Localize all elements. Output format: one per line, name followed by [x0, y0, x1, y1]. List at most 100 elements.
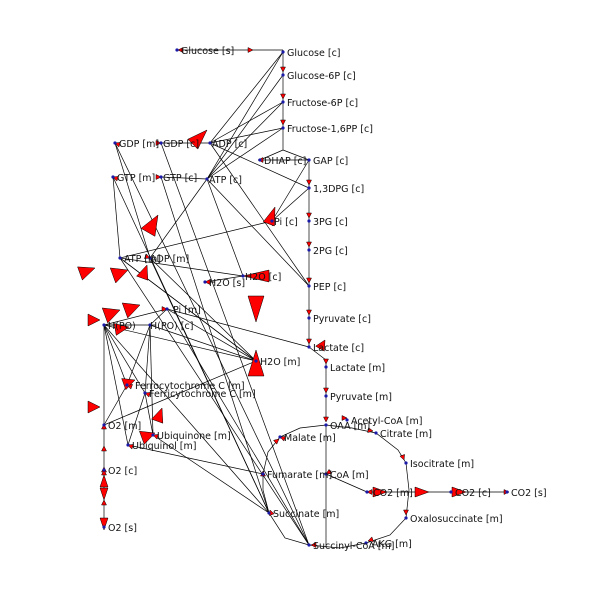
metabolite-node-oxsuc — [404, 516, 408, 520]
reaction-arrowhead — [306, 277, 312, 284]
metabolite-node-citrate — [374, 431, 378, 435]
reaction-edge — [103, 384, 128, 426]
metabolite-node-pg2 — [307, 248, 311, 252]
reaction-edge — [103, 324, 257, 362]
metabolite-node-gap — [307, 158, 311, 162]
metabolite-node-fumarate — [261, 472, 265, 476]
reaction-arrowhead — [151, 407, 164, 424]
reaction-arrowhead — [101, 499, 107, 506]
reaction-edge — [119, 257, 244, 277]
metabolite-label-ferro: Ferrocytochrome C [m] — [135, 381, 245, 392]
metabolite-node-gtp_m — [111, 175, 115, 179]
metabolite-node-ferri — [143, 391, 147, 395]
reaction-arrowhead — [204, 279, 211, 285]
reaction-arrowhead — [161, 306, 168, 312]
reaction-edge — [149, 178, 208, 259]
metabolite-label-adp_m: ADP [m] — [150, 254, 189, 265]
reaction-arrowhead — [323, 416, 329, 423]
metabolite-label-o2_c: O2 [c] — [108, 466, 137, 477]
metabolite-label-bpg: 1,3DPG [c] — [313, 184, 364, 195]
reaction-arrowhead — [325, 468, 332, 475]
reaction-edge — [206, 51, 284, 180]
metabolite-label-gtp_m: GTP [m] — [117, 173, 155, 184]
reaction-edge — [259, 149, 284, 161]
metabolite-node-h2o_m — [254, 359, 258, 363]
metabolite-node-pyr_c — [307, 316, 311, 320]
metabolite-node-ferro — [125, 383, 129, 387]
metabolite-node-co2_c — [449, 490, 453, 494]
reaction-edge — [114, 142, 151, 259]
metabolite-node-malate — [278, 435, 282, 439]
metabolite-label-co2_c: CO2 [c] — [455, 488, 491, 499]
metabolite-node-succinate — [267, 511, 271, 515]
reaction-edge — [308, 346, 327, 361]
reaction-arrowhead — [280, 119, 286, 126]
metabolite-label-gap: GAP [c] — [313, 156, 348, 167]
reaction-arrowhead — [306, 338, 312, 345]
metabolite-label-o2_s: O2 [s] — [108, 523, 137, 534]
metabolite-node-pg3 — [307, 219, 311, 223]
reaction-arrowhead — [247, 295, 265, 323]
metabolite-node-oaa — [324, 423, 328, 427]
reaction-arrowhead — [242, 269, 270, 283]
metabolite-node-ubq — [151, 433, 155, 437]
metabolite-node-atp_m — [118, 256, 122, 260]
reaction-edge — [206, 127, 284, 180]
metabolite-node-pyr_m — [324, 394, 328, 398]
reaction-edge — [209, 142, 310, 189]
metabolite-label-f16pp: Fructose-1,6PP [c] — [287, 124, 373, 135]
reaction-edge — [152, 434, 270, 514]
reaction-edge — [149, 324, 154, 436]
metabolite-label-citrate: Citrate [m] — [380, 429, 432, 440]
reaction-edge — [271, 159, 310, 222]
reaction-arrowhead — [99, 487, 109, 501]
metabolite-label-h2o_s: H2O [s] — [209, 278, 245, 289]
metabolite-label-glucose_s: Glucose [s] — [181, 46, 234, 57]
metabolite-label-glucose_c: Glucose [c] — [287, 48, 341, 59]
reaction-edge — [144, 392, 154, 436]
reaction-arrowhead — [306, 241, 312, 248]
metabolite-node-isocit — [404, 461, 408, 465]
reaction-edge — [114, 142, 310, 546]
reaction-arrowhead — [140, 214, 159, 237]
metabolite-label-pi_c: Pi [c] — [274, 217, 298, 228]
metabolite-label-pi_m: Pi [m] — [173, 305, 201, 316]
metabolite-label-h2o_m: H2O [m] — [260, 357, 300, 368]
reaction-edge — [103, 308, 168, 326]
reaction-arrowhead — [155, 140, 162, 146]
reaction-arrowhead — [403, 509, 409, 516]
metabolite-node-glucose_s — [175, 48, 179, 52]
metabolite-node-co2_m — [365, 490, 369, 494]
reaction-arrowhead — [306, 309, 312, 316]
reaction-edge — [160, 176, 208, 180]
metabolite-label-ubql: Ubiquinol [m] — [132, 441, 196, 452]
reaction-arrowhead — [273, 438, 280, 445]
reaction-edge — [262, 424, 410, 549]
label-layer: Glucose [s]Glucose [c]Glucose-6P [c]Fruc… — [108, 46, 547, 552]
metabolite-node-o2_m — [102, 423, 106, 427]
node-dot-layer — [102, 48, 509, 547]
reaction-edge — [160, 142, 310, 546]
metabolite-node-f16pp — [281, 126, 285, 130]
reaction-arrowhead — [109, 267, 129, 284]
metabolite-node-glucose_c — [281, 50, 285, 54]
reaction-arrowhead — [372, 486, 388, 498]
reaction-edge — [206, 178, 310, 287]
reaction-edge — [209, 142, 310, 287]
metabolite-node-o2_s — [102, 525, 106, 529]
metabolite-label-malate: Malate [m] — [284, 433, 336, 444]
reaction-arrowhead — [323, 387, 329, 394]
reaction-arrowhead — [121, 302, 141, 319]
reaction-arrowhead — [247, 349, 265, 377]
metabolite-node-gdp_c — [159, 141, 163, 145]
metabolite-node-pi_m — [165, 307, 169, 311]
reaction-edge — [206, 74, 284, 180]
metabolite-label-hpo_1: H(PO) — [108, 321, 136, 332]
reaction-arrowhead — [399, 454, 405, 461]
metabolite-label-ferri: Ferricytochrome C [m] — [149, 389, 256, 400]
metabolite-node-adp_c — [208, 141, 212, 145]
reaction-arrowhead — [101, 445, 107, 452]
metabolite-node-h2o_s — [203, 280, 207, 284]
reaction-arrowhead — [139, 430, 156, 445]
